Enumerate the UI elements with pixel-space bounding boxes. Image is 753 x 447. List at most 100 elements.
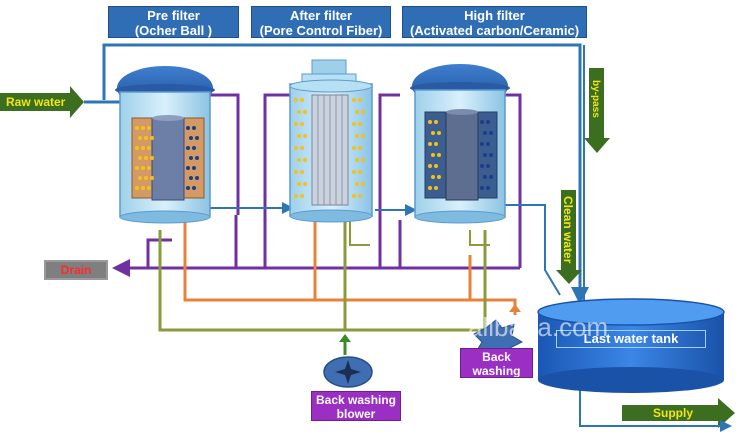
after-filter-media-dot — [361, 110, 365, 114]
pre-filter-media-dot — [135, 126, 139, 130]
high-filter-media-dot — [480, 164, 484, 168]
after-filter-media-dot — [358, 194, 362, 198]
pre-filter-media-dot — [147, 126, 151, 130]
drain-line — [112, 93, 522, 277]
pre-filter-media-dot — [144, 136, 148, 140]
high-filter-media-dot — [434, 142, 438, 146]
high-filter-media-dot — [486, 164, 490, 168]
high-filter-media-dot — [480, 142, 484, 146]
high-filter-title: High filter — [464, 8, 525, 23]
back-washing-blower-label: Back washing blower — [311, 391, 401, 421]
after-filter-media-dot — [303, 134, 307, 138]
pre-filter-media-dot — [192, 146, 196, 150]
last-water-tank-shape — [537, 298, 725, 393]
high-filter-media-dot — [483, 153, 487, 157]
high-filter-media-dot — [486, 120, 490, 124]
high-filter-media-dot — [480, 120, 484, 124]
pre-filter-media-dot — [192, 126, 196, 130]
high-filter-media-dot — [489, 175, 493, 179]
after-filter-media-dot — [303, 110, 307, 114]
after-filter-media-dot — [294, 98, 298, 102]
pre-filter-media-dot — [195, 136, 199, 140]
bypass-arrow — [584, 68, 610, 153]
pre-filter-media-dot — [144, 176, 148, 180]
pre-filter-media-dot — [192, 166, 196, 170]
after-filter-media-dot — [355, 134, 359, 138]
pre-filter-media-dot — [147, 166, 151, 170]
after-filter-media-dot — [358, 170, 362, 174]
after-filter-title: After filter — [289, 8, 353, 23]
after-filter-media-dot — [355, 158, 359, 162]
after-filter-media-dot — [303, 158, 307, 162]
after-filter-media-dot — [358, 146, 362, 150]
high-filter-media-dot — [428, 120, 432, 124]
after-filter-media-dot — [361, 158, 365, 162]
pre-filter-media-dot — [138, 156, 142, 160]
after-filter-subtitle: (Pore Control Fiber) — [259, 23, 383, 38]
pre-filter-header: Pre filter (Ocher Ball ) — [108, 6, 239, 38]
high-filter-subtitle: (Activated carbon/Ceramic) — [409, 23, 580, 38]
pre-filter-media-dot — [186, 146, 190, 150]
high-filter-media-dot — [437, 131, 441, 135]
high-filter-media-dot — [489, 153, 493, 157]
high-filter-vessel — [410, 64, 510, 224]
raw-water-label: Raw water — [6, 95, 66, 109]
after-filter-media-dot — [352, 194, 356, 198]
watermark: alibaba.com — [468, 312, 609, 342]
after-filter-media-dot — [297, 182, 301, 186]
high-filter-media-dot — [434, 120, 438, 124]
pre-filter-media-dot — [189, 136, 193, 140]
clean-water-label: Clean water — [561, 196, 575, 264]
after-filter-media-dot — [355, 110, 359, 114]
back-washing-pump-label: Back washing pump — [460, 348, 533, 378]
after-filter-media-dot — [297, 158, 301, 162]
pre-filter-media-dot — [192, 186, 196, 190]
pre-filter-media-dot — [147, 146, 151, 150]
pre-filter-media-dot — [141, 166, 145, 170]
high-filter-media-dot — [437, 153, 441, 157]
pre-filter-media-dot — [135, 166, 139, 170]
high-filter-media-dot — [486, 142, 490, 146]
high-filter-media-dot — [431, 175, 435, 179]
clean-water-arrow — [556, 190, 582, 284]
pre-filter-media-dot — [138, 176, 142, 180]
after-filter-media-dot — [294, 122, 298, 126]
pre-filter-media-dot — [150, 176, 154, 180]
after-filter-media-dot — [300, 146, 304, 150]
high-filter-media-dot — [489, 131, 493, 135]
pre-filter-media-dot — [135, 186, 139, 190]
high-filter-media-dot — [483, 175, 487, 179]
pre-filter-media-dot — [195, 156, 199, 160]
pre-filter-media-dot — [141, 186, 145, 190]
supply-label: Supply — [653, 406, 694, 420]
air-lines — [158, 220, 490, 355]
after-filter-media-dot — [358, 98, 362, 102]
after-filter-media-dot — [352, 98, 356, 102]
after-filter-media-dot — [300, 194, 304, 198]
after-filter-media-dot — [352, 170, 356, 174]
bypass-label: by-pass — [590, 80, 601, 118]
after-filter-media-dot — [300, 122, 304, 126]
after-filter-media-dot — [361, 134, 365, 138]
high-filter-media-dot — [480, 186, 484, 190]
after-filter-header: After filter (Pore Control Fiber) — [251, 6, 391, 38]
pre-filter-media-dot — [150, 156, 154, 160]
after-filter-media-dot — [352, 122, 356, 126]
pre-filter-media-dot — [195, 176, 199, 180]
pre-filter-media-dot — [138, 136, 142, 140]
high-filter-media-dot — [428, 186, 432, 190]
high-filter-media-dot — [428, 164, 432, 168]
pre-filter-subtitle: (Ocher Ball ) — [134, 23, 213, 38]
after-filter-media-dot — [358, 122, 362, 126]
high-filter-media-dot — [434, 164, 438, 168]
pre-filter-media-dot — [150, 136, 154, 140]
pre-filter-media-dot — [141, 146, 145, 150]
high-filter-media-dot — [434, 186, 438, 190]
pre-filter-media-dot — [147, 186, 151, 190]
pre-filter-media-dot — [186, 126, 190, 130]
high-filter-media-dot — [486, 186, 490, 190]
supply-arrow — [579, 390, 735, 432]
after-filter-vessel — [289, 59, 373, 223]
